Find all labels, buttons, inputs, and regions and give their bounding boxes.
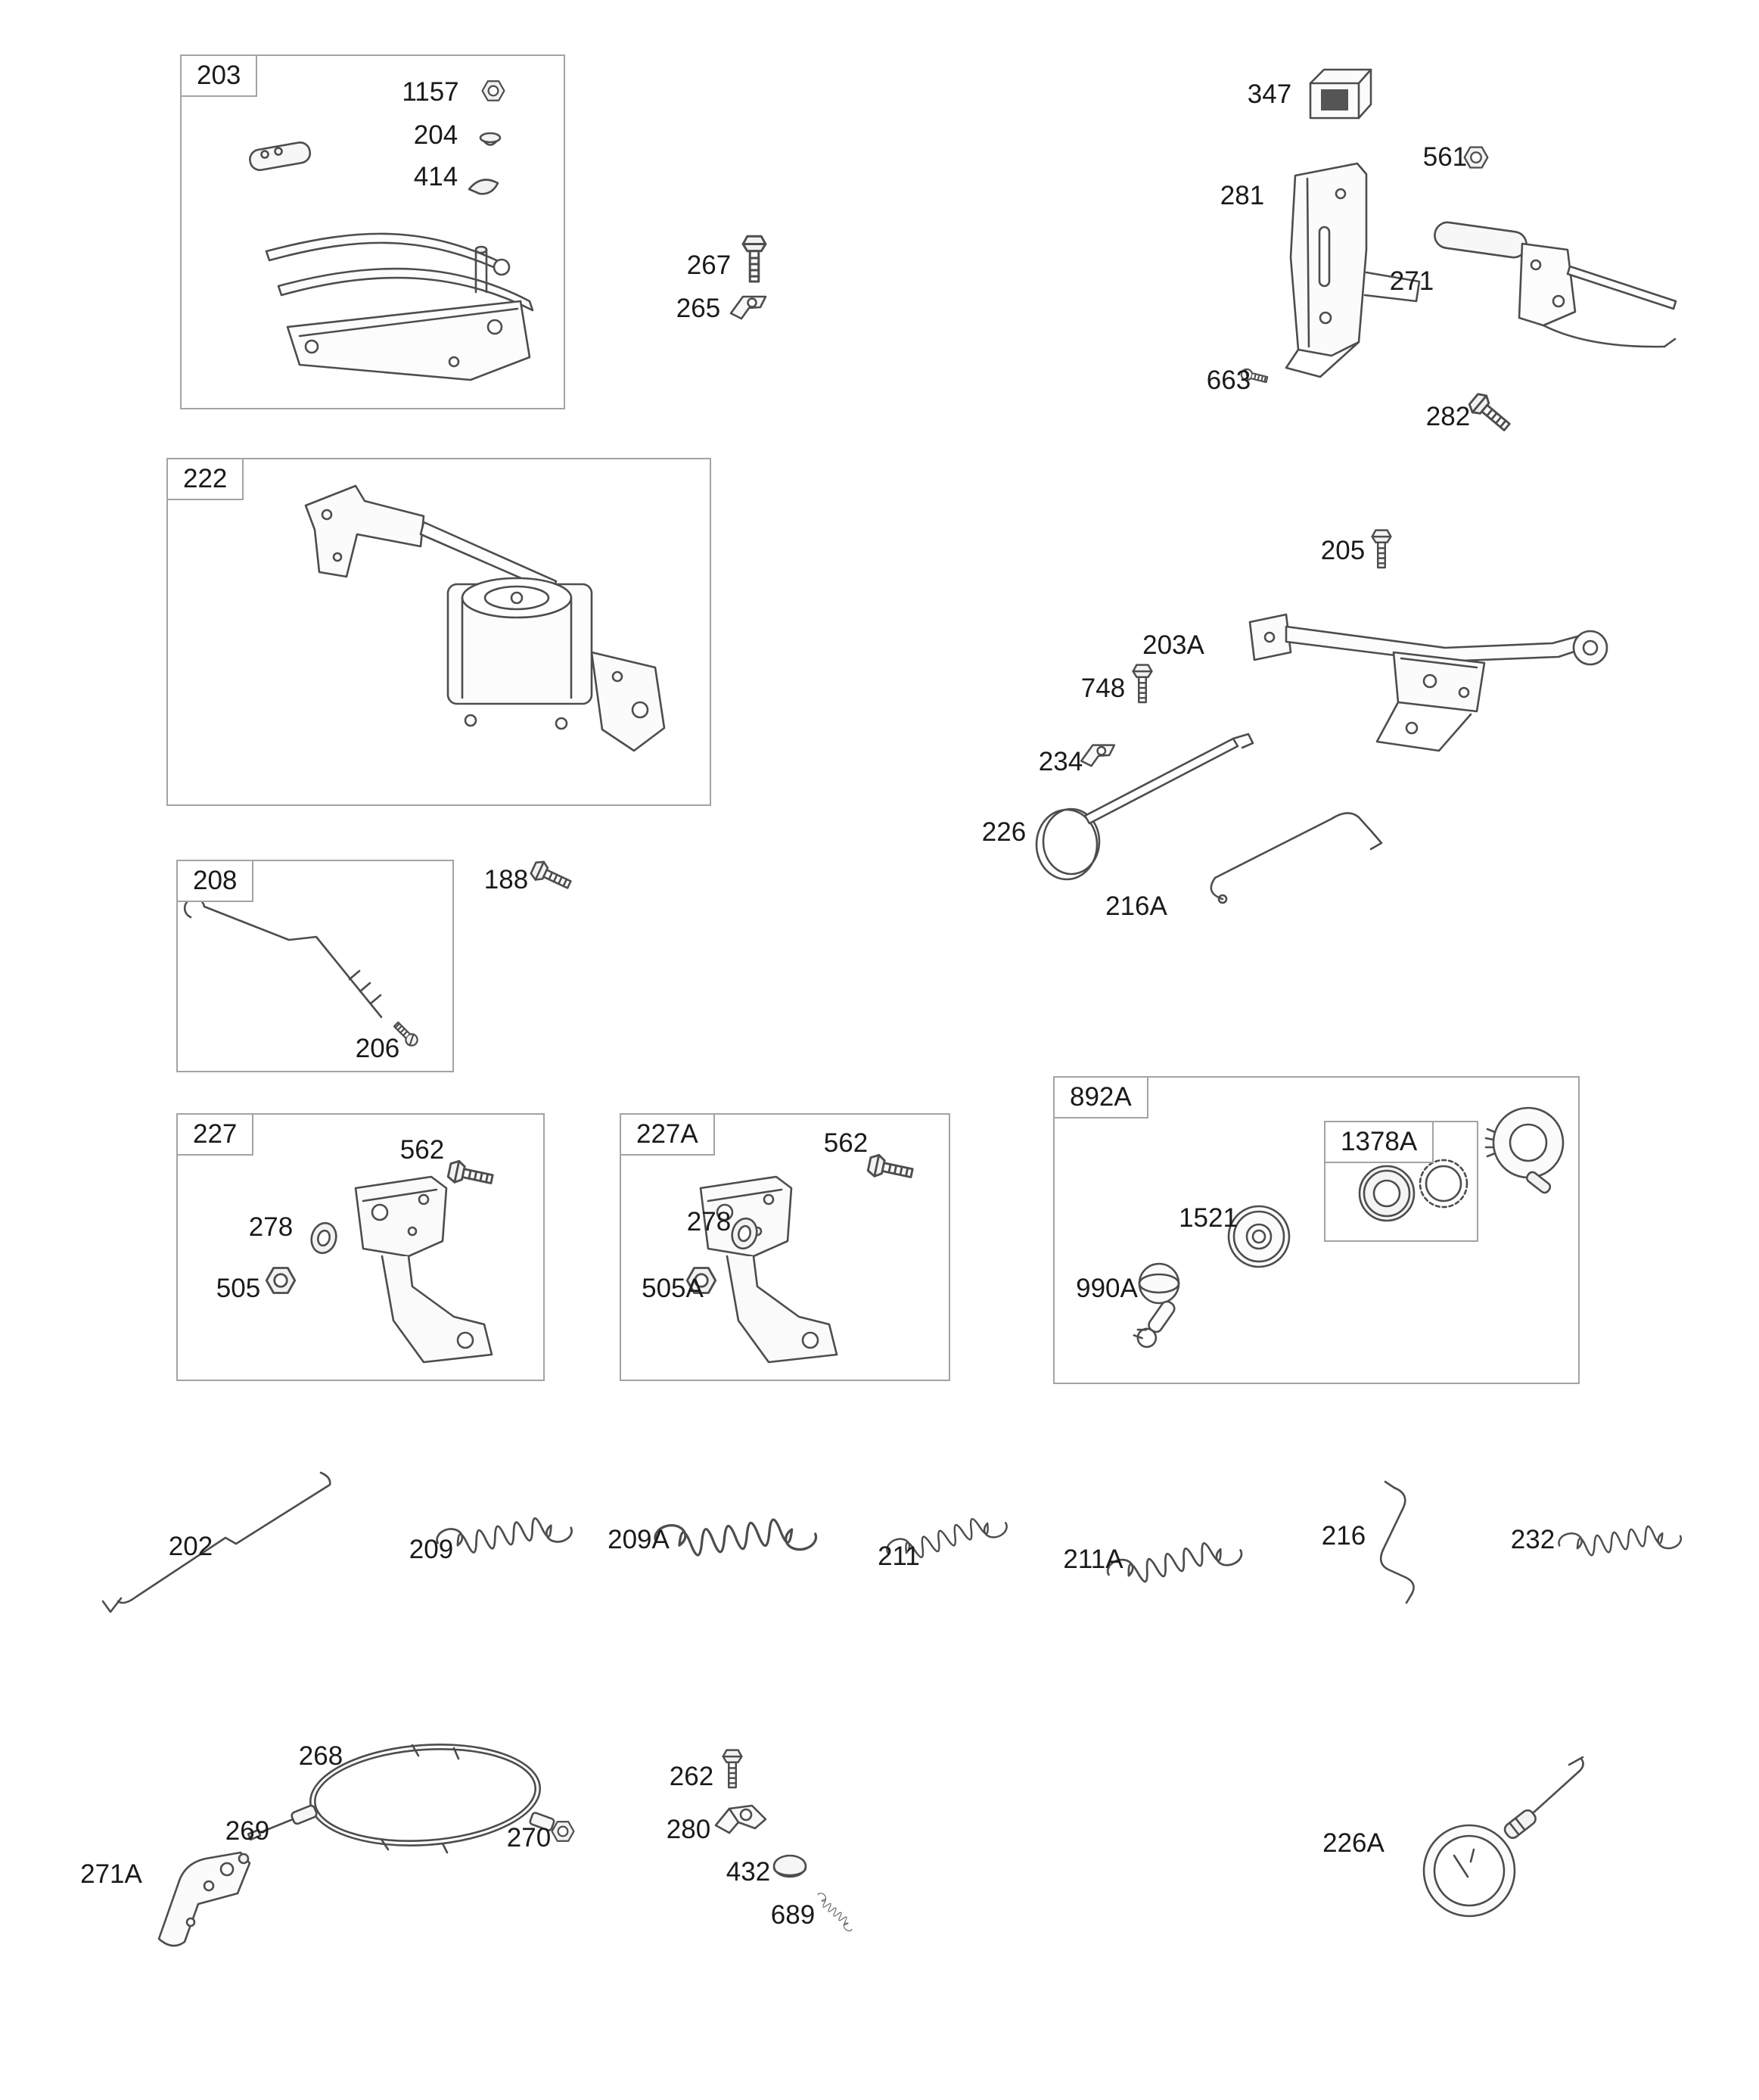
stop-switch-347-icon bbox=[1309, 68, 1372, 120]
section-label-222: 222 bbox=[166, 458, 244, 501]
part-label-262: 262 bbox=[669, 1762, 714, 1791]
control-bracket-assembly-222-icon bbox=[304, 484, 666, 752]
spring-232-icon bbox=[1556, 1514, 1683, 1569]
part-label-226A: 226A bbox=[1322, 1828, 1385, 1858]
part-label-271A: 271A bbox=[80, 1859, 142, 1889]
part-label-432: 432 bbox=[726, 1857, 771, 1887]
section-label-227: 227 bbox=[176, 1113, 254, 1156]
clamp-234-icon bbox=[1080, 744, 1116, 767]
part-label-204: 204 bbox=[413, 120, 458, 150]
part-label-232: 232 bbox=[1510, 1525, 1555, 1554]
choke-knob-226A-icon bbox=[1422, 1756, 1584, 1918]
choke-rod-226-icon bbox=[1035, 733, 1254, 881]
part-label-505: 505 bbox=[216, 1274, 261, 1303]
bolt-205-icon bbox=[1371, 529, 1392, 569]
part-label-270: 270 bbox=[506, 1823, 552, 1853]
cap-432-icon bbox=[772, 1854, 807, 1878]
part-label-202: 202 bbox=[168, 1532, 213, 1561]
part-label-226: 226 bbox=[981, 817, 1027, 847]
section-box-222: 222 bbox=[166, 458, 711, 806]
part-label-203A: 203A bbox=[1142, 630, 1204, 660]
section-label-208: 208 bbox=[176, 860, 254, 903]
key-990A-icon bbox=[1133, 1262, 1180, 1349]
part-label-689: 689 bbox=[770, 1900, 816, 1930]
bearing-1521-icon bbox=[1227, 1205, 1291, 1268]
part-label-267: 267 bbox=[686, 250, 732, 280]
part-label-278: 278 bbox=[248, 1212, 294, 1242]
section-label-203: 203 bbox=[180, 54, 258, 98]
control-lever-271A-icon bbox=[157, 1851, 251, 1947]
clamp-280-icon bbox=[714, 1804, 767, 1834]
part-label-234: 234 bbox=[1038, 747, 1083, 776]
part-label-990A: 990A bbox=[1076, 1274, 1138, 1303]
bolt-267-icon bbox=[741, 235, 767, 283]
part-label-347: 347 bbox=[1247, 79, 1292, 109]
spring-209-icon bbox=[434, 1503, 575, 1568]
section-box-227A: 227A bbox=[620, 1113, 950, 1381]
part-label-216: 216 bbox=[1321, 1521, 1366, 1551]
section-box-227: 227 bbox=[176, 1113, 545, 1381]
part-label-211A: 211A bbox=[1063, 1545, 1123, 1574]
part-label-748: 748 bbox=[1080, 674, 1126, 703]
section-box-1378A: 1378A bbox=[1324, 1121, 1478, 1242]
part-label-562: 562 bbox=[399, 1135, 445, 1165]
part-label-281: 281 bbox=[1220, 181, 1265, 210]
section-box-203: 203 bbox=[180, 54, 565, 409]
part-label-505A: 505A bbox=[642, 1274, 704, 1303]
spring-689-icon bbox=[811, 1891, 858, 1934]
bolt-282-icon bbox=[1465, 390, 1515, 437]
bolt-188-icon bbox=[528, 857, 575, 894]
part-label-282: 282 bbox=[1425, 402, 1471, 431]
governor-link-216A-icon bbox=[1210, 812, 1383, 904]
spring-209A-icon bbox=[652, 1504, 819, 1571]
bracket-203A-icon bbox=[1248, 613, 1608, 752]
part-label-209A: 209A bbox=[608, 1525, 670, 1554]
part-label-1157: 1157 bbox=[402, 77, 459, 107]
bracket-281-icon bbox=[1285, 162, 1421, 378]
retainer-ring-icon bbox=[1419, 1159, 1468, 1209]
spring-211A-icon bbox=[1104, 1526, 1245, 1599]
control-handle-271-icon bbox=[1434, 221, 1677, 348]
part-label-209: 209 bbox=[409, 1535, 454, 1564]
part-label-1521: 1521 bbox=[1179, 1203, 1238, 1233]
clamp-265-icon bbox=[729, 295, 767, 320]
part-label-278A: 278 bbox=[686, 1207, 732, 1237]
section-box-892A: 892A bbox=[1053, 1076, 1580, 1384]
part-label-414: 414 bbox=[413, 162, 458, 191]
seal-ring-icon bbox=[1358, 1165, 1416, 1222]
part-label-269: 269 bbox=[225, 1816, 270, 1846]
governor-rod-202-icon bbox=[101, 1471, 331, 1613]
section-label-892A: 892A bbox=[1053, 1076, 1148, 1119]
clip-414-icon bbox=[468, 179, 499, 195]
governor-wire-216-icon bbox=[1379, 1480, 1415, 1604]
part-label-562A: 562 bbox=[823, 1128, 869, 1158]
part-label-216A: 216A bbox=[1105, 891, 1167, 921]
bolt-262-icon bbox=[722, 1749, 743, 1789]
part-label-211: 211 bbox=[878, 1542, 920, 1571]
control-cable-268-icon bbox=[247, 1744, 555, 1854]
section-label-227A: 227A bbox=[620, 1113, 715, 1156]
part-label-265: 265 bbox=[676, 294, 721, 323]
section-box-208: 208 bbox=[176, 860, 454, 1072]
part-label-268: 268 bbox=[298, 1741, 343, 1771]
control-lever-assembly-203-icon bbox=[249, 142, 534, 381]
nut-270-icon bbox=[551, 1821, 575, 1842]
part-label-206: 206 bbox=[355, 1034, 400, 1063]
part-label-188: 188 bbox=[483, 865, 529, 894]
part-label-663: 663 bbox=[1206, 366, 1251, 395]
push-nut-204-icon bbox=[479, 132, 502, 146]
section-label-1378A: 1378A bbox=[1324, 1121, 1434, 1164]
nut-561-icon bbox=[1463, 146, 1489, 169]
part-label-271: 271 bbox=[1389, 266, 1434, 296]
part-label-205: 205 bbox=[1320, 536, 1366, 565]
part-label-280: 280 bbox=[666, 1815, 711, 1844]
part-label-561: 561 bbox=[1422, 142, 1468, 172]
bolt-748-icon bbox=[1132, 664, 1153, 704]
key-switch-cap-icon bbox=[1484, 1106, 1565, 1194]
